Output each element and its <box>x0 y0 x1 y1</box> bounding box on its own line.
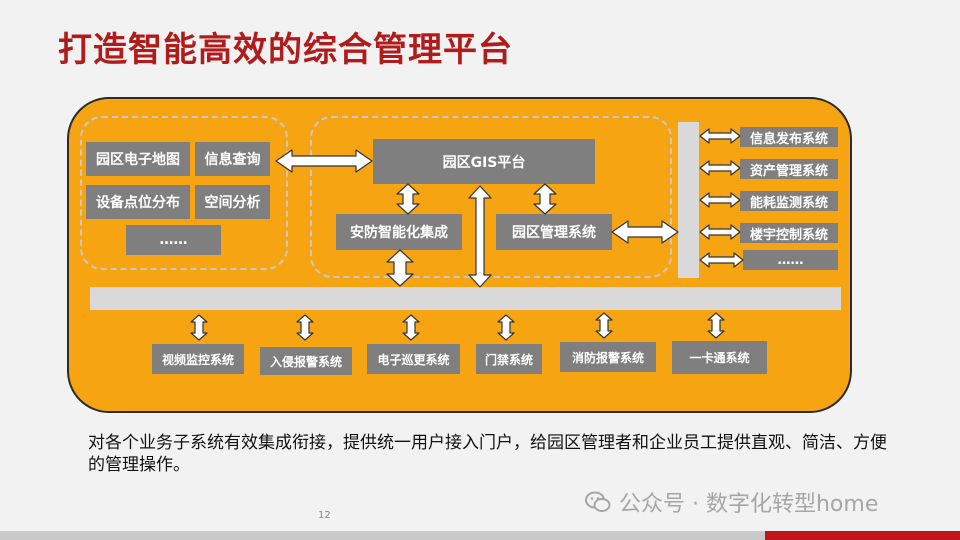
bottom-system-fire: 消防报警系统 <box>560 342 656 372</box>
left-dashed-group <box>80 116 288 270</box>
device-distribution-box: 设备点位分布 <box>86 185 190 219</box>
watermark-text: 公众号 · 数字化转型home <box>619 492 879 517</box>
bottom-system-video: 视频监控系统 <box>152 344 244 374</box>
arrow-gis-bus <box>468 185 492 288</box>
arrow-right-1 <box>699 128 741 144</box>
info-query-box: 信息查询 <box>195 142 270 176</box>
spatial-analysis-box: 空间分析 <box>195 185 270 219</box>
gis-platform-box: 园区GIS平台 <box>373 139 595 184</box>
footer-gray-bar <box>0 531 960 540</box>
bottom-system-intrusion: 入侵报警系统 <box>260 347 352 375</box>
arrow-right-3 <box>699 192 741 208</box>
center-dashed-group <box>310 116 672 278</box>
arrow-right-2 <box>699 160 741 176</box>
right-system-building: 楼宇控制系统 <box>740 223 838 243</box>
bottom-system-card: 一卡通系统 <box>672 341 767 374</box>
footer-red-bar <box>765 531 960 540</box>
description-text: 对各个业务子系统有效集成衔接，提供统一用户接入门户，给园区管理者和企业员工提供直… <box>88 433 887 475</box>
watermark: 公众号 · 数字化转型home <box>585 486 878 518</box>
right-system-more: …… <box>743 250 838 270</box>
security-integration-box: 安防智能化集成 <box>336 214 462 250</box>
arrow-park-bar <box>611 220 679 244</box>
arrow-bottom-2 <box>296 314 314 341</box>
vertical-bus-bar <box>678 122 699 278</box>
wechat-icon <box>585 491 611 512</box>
park-management-box: 园区管理系统 <box>496 214 612 250</box>
arrow-bottom-6 <box>707 312 725 339</box>
bottom-system-patrol: 电子巡更系统 <box>367 344 460 374</box>
bottom-system-access: 门禁系统 <box>476 344 542 374</box>
arrow-bottom-1 <box>190 314 208 341</box>
arrow-gis-park <box>533 183 557 215</box>
right-system-energy: 能耗监测系统 <box>740 191 838 211</box>
arrow-map-gis <box>275 149 373 173</box>
arrow-security-bus <box>386 249 414 287</box>
arrow-bottom-4 <box>497 314 515 341</box>
arrow-right-5 <box>699 252 744 268</box>
left-more-box: …… <box>126 225 221 255</box>
horizontal-bus-bar <box>90 287 841 310</box>
right-system-info-release: 信息发布系统 <box>740 127 838 147</box>
page-title: 打造智能高效的综合管理平台 <box>58 30 513 70</box>
page-number: 12 <box>318 510 331 521</box>
arrow-gis-security <box>396 183 420 215</box>
right-system-asset: 资产管理系统 <box>740 159 838 179</box>
arrow-bottom-3 <box>402 314 420 341</box>
park-map-box: 园区电子地图 <box>86 142 190 176</box>
arrow-right-4 <box>699 224 741 240</box>
arrow-bottom-5 <box>595 312 613 339</box>
